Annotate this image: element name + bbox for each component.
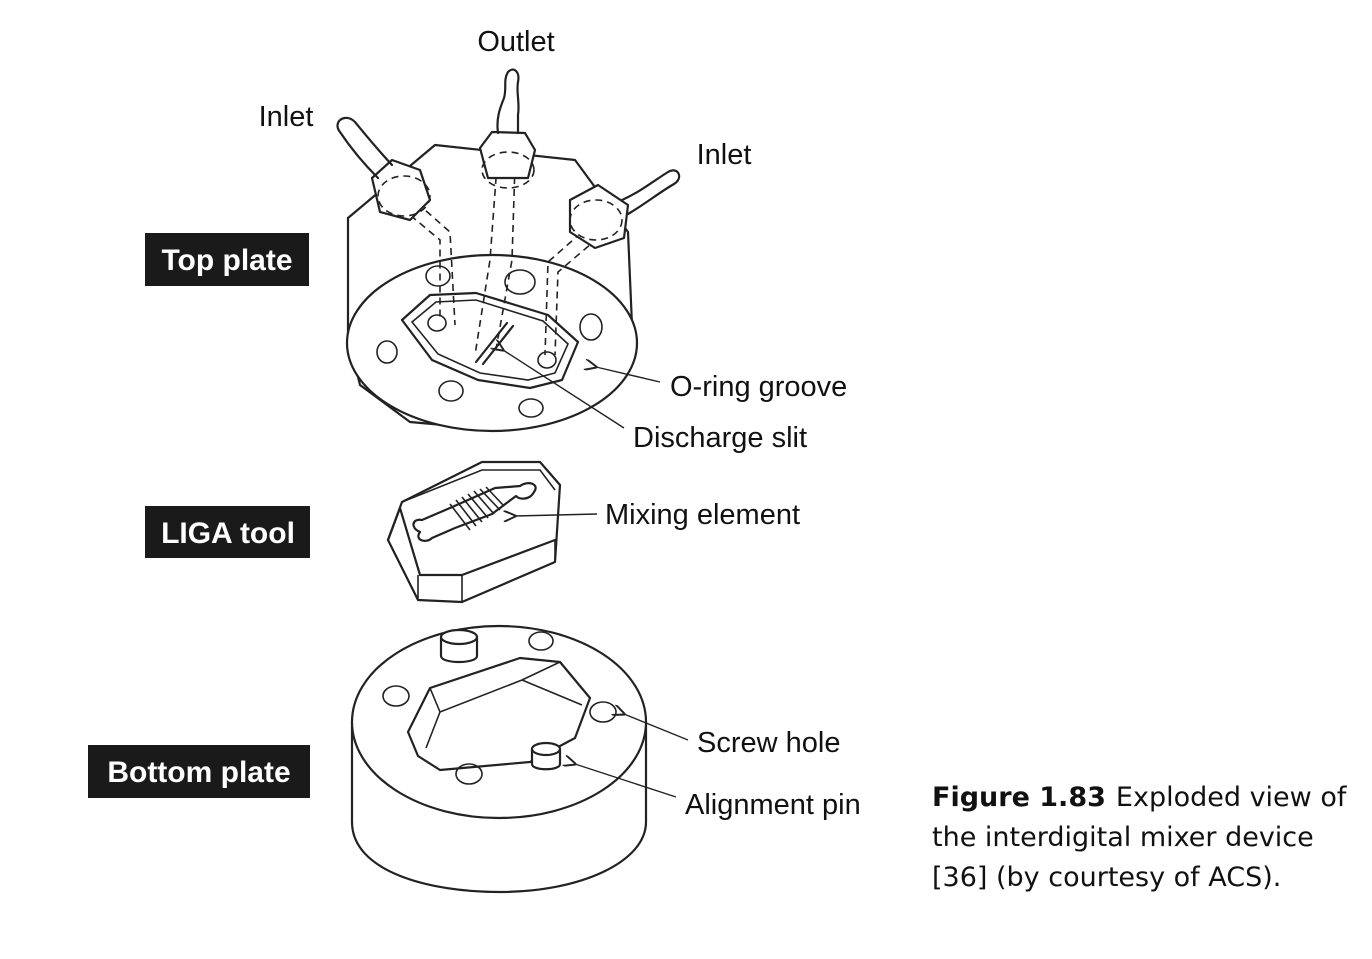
alignment-pin-label: Alignment pin	[685, 789, 861, 821]
liga-tool-tag-text: LIGA tool	[161, 517, 295, 550]
screw-hole-label: Screw hole	[697, 727, 840, 759]
bottom-plate-tag: Bottom plate	[88, 745, 310, 798]
liga-tool-drawing	[386, 460, 562, 604]
bottom-plate-tag-text: Bottom plate	[107, 756, 290, 789]
top-plate-tag: Top plate	[145, 233, 309, 286]
liga-tool-tag: LIGA tool	[145, 506, 310, 558]
pointer-oring-groove	[596, 367, 661, 383]
figure-number: Figure 1.83	[932, 782, 1106, 813]
pointer-alignment-pin	[575, 764, 677, 798]
mixing-element-label: Mixing element	[605, 499, 800, 531]
oring-groove-label: O-ring groove	[670, 371, 847, 403]
figure-caption-text: Exploded view of the interdigital mixer …	[932, 782, 1347, 893]
top-plate-tag-text: Top plate	[161, 244, 292, 277]
pointer-discharge-slit	[503, 350, 625, 429]
pointer-screw-hole	[624, 714, 689, 741]
outlet-label: Outlet	[477, 26, 554, 58]
pointer-mixing-element	[515, 514, 598, 516]
top-plate-drawing	[336, 68, 681, 433]
bottom-plate-drawing	[350, 624, 648, 894]
inlet-right-label: Inlet	[697, 139, 752, 171]
inlet-left-label: Inlet	[259, 101, 314, 133]
mixing-element-channels	[449, 486, 505, 531]
discharge-slit-label: Discharge slit	[633, 422, 807, 454]
leader-lines	[503, 350, 689, 798]
